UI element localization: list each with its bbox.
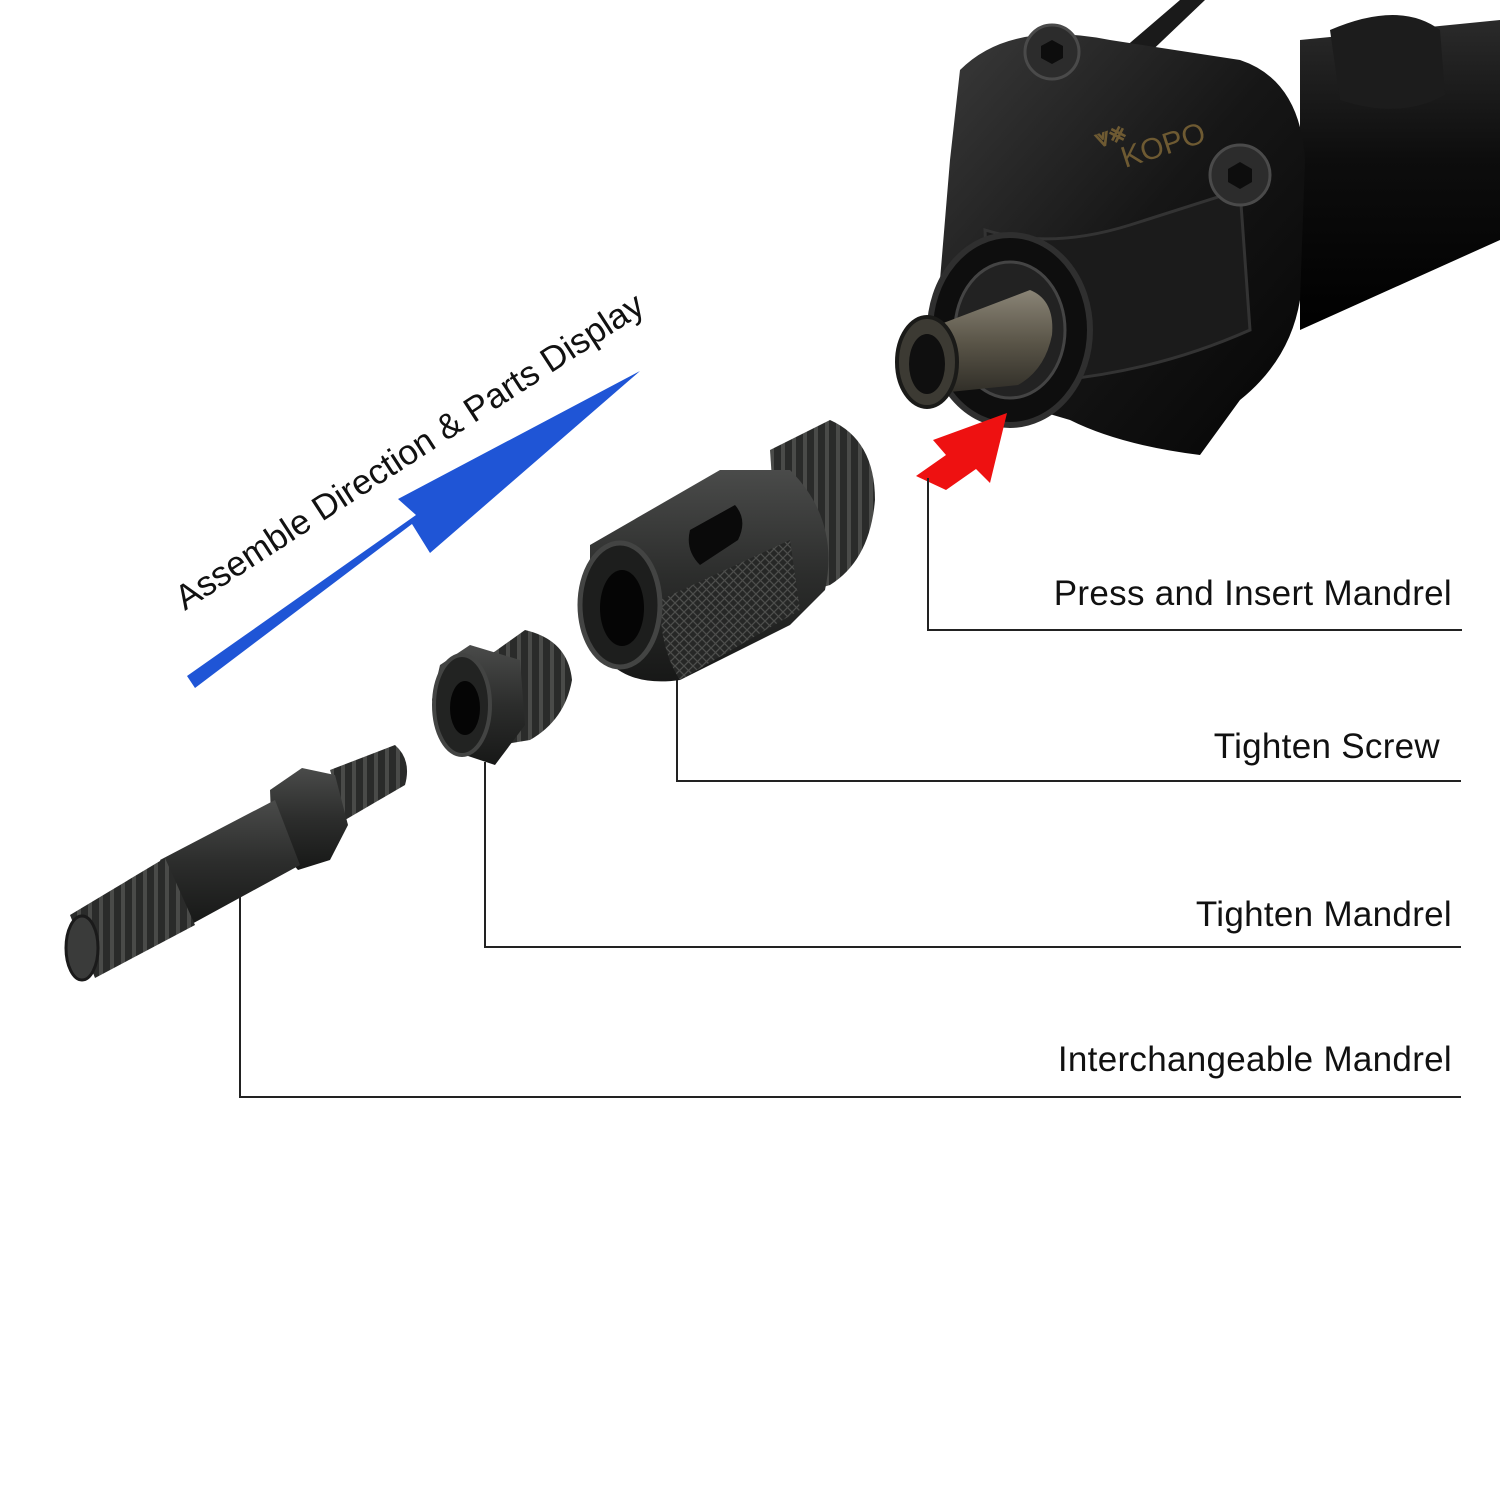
mandrel-rear-thread (330, 745, 408, 820)
press-insert-label: Press and Insert Mandrel (1053, 574, 1452, 613)
nut-bore (450, 681, 480, 735)
callout-line-tighten-mandrel (484, 762, 1461, 948)
nose-housing (577, 420, 875, 682)
hex-socket-icon (1041, 40, 1063, 64)
housing-bore (600, 570, 644, 646)
insert-arrow-icon (916, 413, 1007, 490)
interchangeable-mandrel-label: Interchangeable Mandrel (1057, 1040, 1452, 1079)
rivet-tool-head: ⩔⨳ KOPO (895, 0, 1500, 456)
mandrel (64, 745, 408, 982)
direction-arrow-icon (187, 371, 640, 688)
mandrel-front-thread (70, 858, 195, 978)
tighten-screw-label: Tighten Screw (1213, 727, 1440, 766)
mandrel-shank (160, 800, 300, 925)
housing-slot (688, 505, 743, 565)
callout-line-tighten-screw (676, 680, 1461, 782)
tool-nozzle-socket (909, 334, 945, 394)
callout-line-interchangeable (239, 890, 1461, 1098)
mandrel-tip (64, 914, 100, 982)
callout-line-press-insert (927, 478, 1462, 631)
hex-socket-icon (1228, 162, 1252, 189)
nut (432, 630, 572, 765)
callout-lines (239, 478, 1462, 1098)
tighten-mandrel-label: Tighten Mandrel (1195, 895, 1452, 934)
housing-knurl (660, 540, 800, 680)
tool-knob (1330, 15, 1445, 109)
